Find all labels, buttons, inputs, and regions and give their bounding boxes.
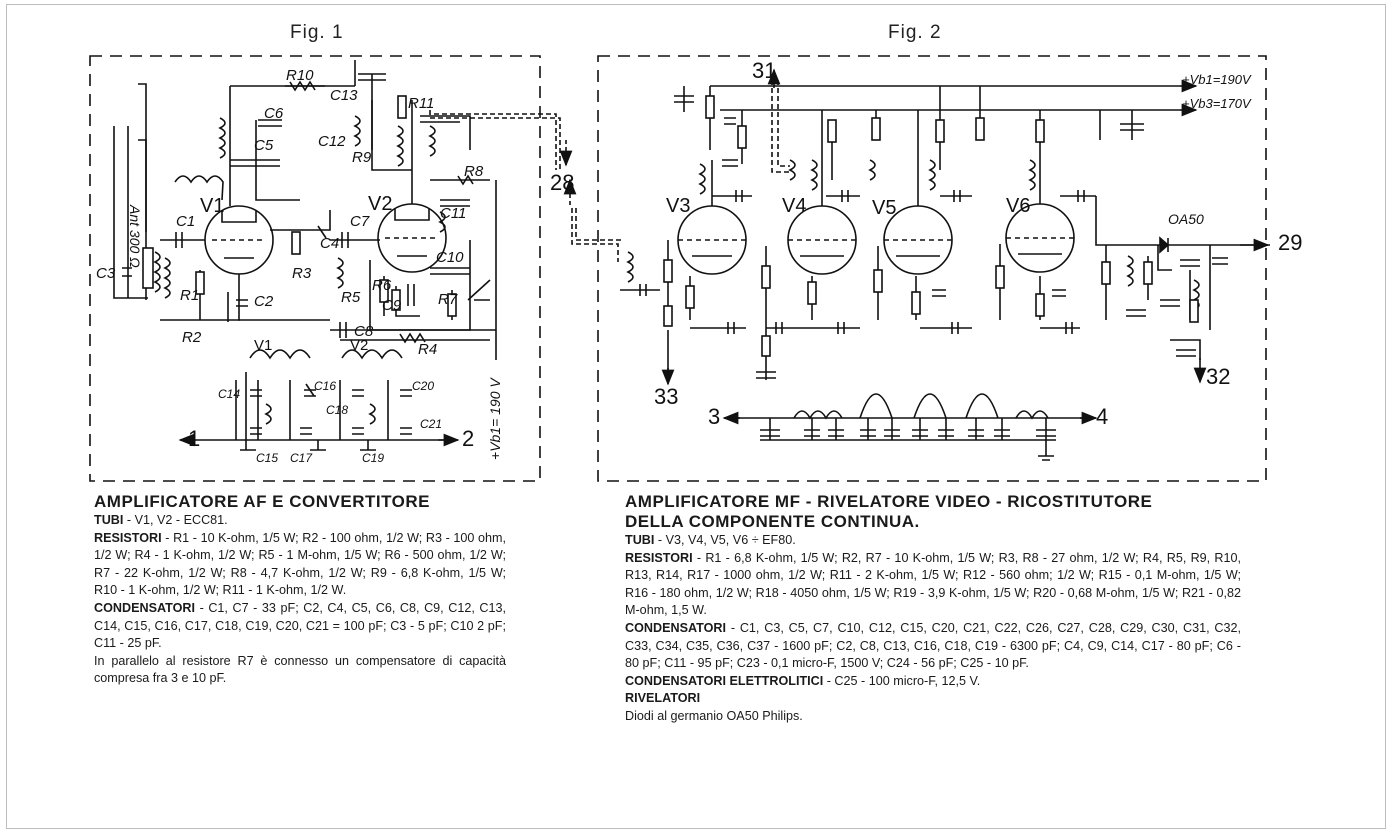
terminal-4: 4 [1096, 404, 1108, 429]
fig1-label-v1-osc: V1 [254, 337, 272, 354]
fig1-label-c16: C16 [314, 379, 336, 393]
fig2-label-oa50: OA50 [1168, 211, 1204, 227]
fig1-caption-heading: AMPLIFICATORE AF E CONVERTITORE [94, 492, 430, 511]
terminal-32: 32 [1206, 364, 1230, 389]
fig2-dashed-frame [597, 55, 1267, 482]
fig2-tubes-label: TUBI [625, 533, 655, 547]
fig1-label-c6: C6 [264, 105, 284, 122]
fig2-caption: AMPLIFICATORE MF - RIVELATORE VIDEO - RI… [625, 492, 1241, 726]
fig1-note-text: In parallelo al resistore R7 è connesso … [94, 653, 506, 686]
fig1-label-v2: V2 [368, 193, 392, 215]
fig1-tubes-text: - V1, V2 - ECC81. [126, 513, 228, 527]
fig1-antenna-label: Ant 300 Ω [127, 204, 143, 268]
antenna-feed [113, 126, 148, 299]
fig1-label-c7: C7 [350, 213, 370, 230]
fig1-label-v1: V1 [200, 195, 224, 217]
fig2-caption-heading-2: DELLA COMPONENTE CONTINUA. [625, 512, 920, 531]
fig1-label-c15: C15 [256, 451, 278, 465]
fig1-tubes-label: TUBI [94, 513, 124, 527]
fig2-capacitors-label: CONDENSATORI [625, 620, 726, 635]
fig1-label-r10: R10 [286, 67, 314, 84]
fig1-label-c10: C10 [436, 249, 464, 266]
fig1-label-r4: R4 [418, 341, 437, 358]
terminal-28: 28 [550, 170, 574, 195]
fig1-label-c5: C5 [254, 137, 274, 154]
fig1-label-c2: C2 [254, 293, 274, 310]
fig1-label-c1: C1 [176, 213, 195, 230]
fig2-label-v4: V4 [782, 195, 806, 217]
fig2-caption-body: TUBI - V3, V4, V5, V6 ÷ EF80. RESISTORI … [625, 532, 1241, 726]
fig1-label-r7: R7 [438, 291, 458, 308]
fig1-supply-label: +Vb1= 190 V [487, 377, 503, 460]
fig1-resistors-label: RESISTORI [94, 530, 162, 545]
fig1-label-c14: C14 [218, 387, 240, 401]
fig2-detectors-label: RIVELATORI [625, 691, 701, 706]
fig2-detectors-text: Diodi al germanio OA50 Philips. [625, 708, 803, 723]
left-border [6, 4, 7, 829]
fig2-tubes-text: - V3, V4, V5, V6 ÷ EF80. [657, 533, 796, 547]
fig1-caption: AMPLIFICATORE AF E CONVERTITORE TUBI - V… [94, 492, 506, 688]
terminal-31: 31 [752, 58, 776, 83]
fig2-resistors-label: RESISTORI [625, 550, 693, 565]
fig1-label-r3: R3 [292, 265, 312, 282]
fig2-supply-vb3: +Vb3=170V [1182, 96, 1252, 111]
fig2-caption-heading-1: AMPLIFICATORE MF - RIVELATORE VIDEO - RI… [625, 492, 1153, 511]
fig1-label-c8: C8 [354, 323, 374, 340]
fig1-caption-body: TUBI - V1, V2 - ECC81. RESISTORI - R1 - … [94, 512, 506, 688]
fig2-resistors-text: - R1 - 6,8 K-ohm, 1/5 W; R2, R7 - 10 K-o… [625, 550, 1242, 618]
fig2-label-v6: V6 [1006, 195, 1030, 217]
fig1-label-r9: R9 [352, 149, 372, 166]
fig1-label-c13: C13 [330, 87, 358, 104]
fig1-label-c19: C19 [362, 451, 384, 465]
top-border [6, 4, 1386, 5]
fig2-electrolytic-text: - C25 - 100 micro-F, 12,5 V. [826, 673, 981, 688]
fig1-label-r6: R6 [372, 277, 392, 294]
terminal-3: 3 [708, 404, 720, 429]
fig1-label-c3: C3 [96, 265, 116, 282]
fig2-supply-vb1: +Vb1=190V [1182, 72, 1252, 87]
fig2-label-v3: V3 [666, 195, 690, 217]
fig1-title: Fig. 1 [290, 22, 344, 43]
fig1-resistors-text: - R1 - 10 K-ohm, 1/5 W; R2 - 100 ohm, 1/… [94, 530, 506, 598]
bottom-border [6, 828, 1386, 829]
fig2-title: Fig. 2 [888, 22, 942, 43]
fig1-label-r8: R8 [464, 163, 484, 180]
fig1-terminal-2: 2 [462, 426, 474, 451]
fig1-label-c18: C18 [326, 403, 348, 417]
fig2-label-v5: V5 [872, 197, 896, 219]
right-border [1385, 4, 1386, 829]
fig1-label-c17: C17 [290, 451, 313, 465]
fig1-capacitors-text: - C1, C7 - 33 pF; C2, C4, C5, C6, C8, C9… [94, 600, 506, 651]
fig1-label-c21: C21 [420, 417, 442, 431]
fig1-terminal-1: 1 [188, 426, 200, 451]
fig1-label-c20: C20 [412, 379, 434, 393]
fig1-capacitors-label: CONDENSATORI [94, 600, 195, 615]
terminal-29: 29 [1278, 230, 1302, 255]
fig1-label-r1: R1 [180, 287, 199, 304]
fig1-label-c4: C4 [320, 235, 339, 252]
fig1-label-r2: R2 [182, 329, 202, 346]
fig1-label-r5: R5 [341, 289, 361, 306]
fig1-label-c9: C9 [382, 297, 402, 314]
fig2-electrolytic-label: CONDENSATORI ELETTROLITICI [625, 673, 824, 688]
fig1-label-c12: C12 [318, 133, 346, 150]
fig1-label-c11: C11 [440, 205, 466, 222]
fig2-capacitors-text: - C1, C3, C5, C7, C10, C12, C15, C20, C2… [625, 620, 1241, 671]
fig1-label-r11: R11 [408, 95, 434, 112]
fig1-dashed-frame [89, 55, 541, 482]
fig1-label-v2-osc: V2 [350, 337, 368, 354]
terminal-33: 33 [654, 384, 678, 409]
